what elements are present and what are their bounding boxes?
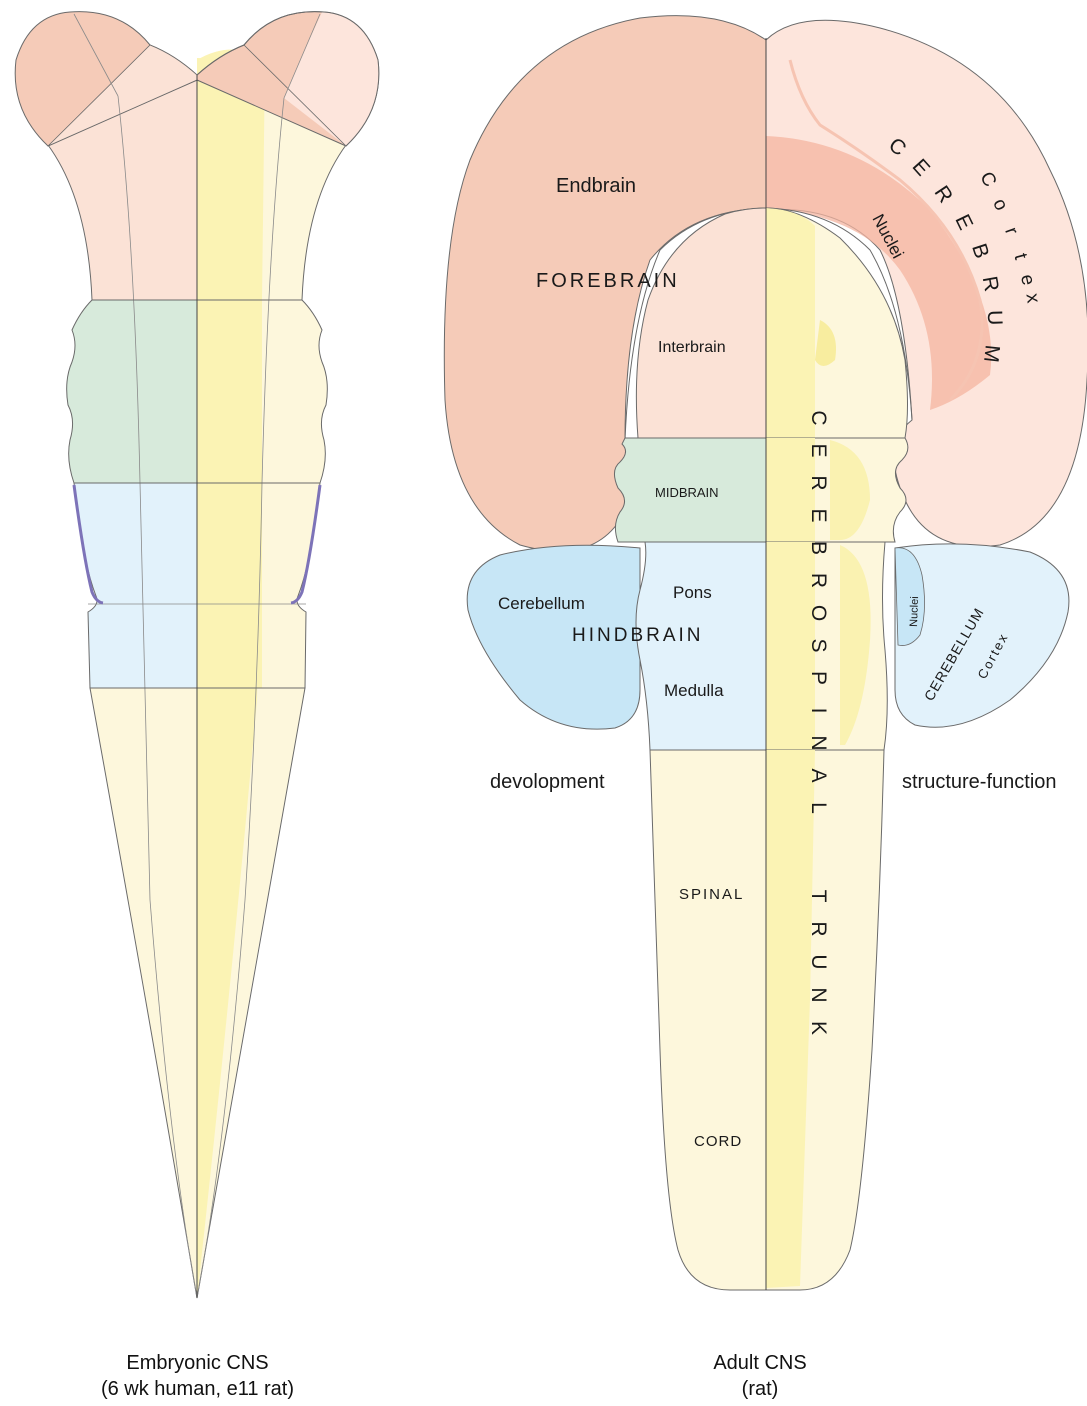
- trunk-label-letter: N: [807, 987, 830, 1002]
- trunk-label-letter: K: [807, 1021, 830, 1035]
- adult-caption-line2: (rat): [665, 1376, 855, 1402]
- trunk-label-letter: R: [807, 921, 830, 936]
- hindbrain-label: HINDBRAIN: [572, 625, 704, 646]
- hindbrain-left: [636, 542, 766, 750]
- cerebrum-label-letter: U: [983, 310, 1007, 326]
- structure-function-label: structure-function: [902, 771, 1057, 793]
- forebrain-label: FOREBRAIN: [536, 270, 680, 292]
- development-label: devolopment: [490, 771, 605, 793]
- cord-label: CORD: [694, 1133, 742, 1150]
- cerebrospinal-label-letter: N: [807, 735, 830, 750]
- cerebrum-label-letter: M: [979, 344, 1004, 364]
- cerebrospinal-label-letter: B: [807, 541, 830, 555]
- embryo-caption-line1: Embryonic CNS: [60, 1350, 335, 1376]
- trunk-label-letter: U: [807, 954, 830, 969]
- embryonic-cns: [15, 12, 379, 1298]
- cerebellum-label: Cerebellum: [498, 594, 585, 613]
- cerebrospinal-label-letter: C: [807, 410, 830, 425]
- endbrain-label: Endbrain: [556, 175, 636, 197]
- embryo-midbrain-right-tint: [197, 300, 262, 483]
- adult-caption: Adult CNS (rat): [665, 1350, 855, 1402]
- cerebrospinal-label-letter: I: [807, 708, 830, 714]
- embryo-midbrain-left: [67, 300, 197, 483]
- embryo-caption: Embryonic CNS (6 wk human, e11 rat): [60, 1350, 335, 1402]
- cerebrospinal-label-letter: P: [807, 671, 830, 685]
- cerebrospinal-label-letter: L: [807, 802, 830, 814]
- cerebellum-nuclei-label: Nuclei: [908, 596, 921, 627]
- adult-caption-line1: Adult CNS: [665, 1350, 855, 1376]
- cerebrospinal-label-letter: S: [807, 638, 830, 652]
- cerebrospinal-label-letter: O: [807, 605, 830, 621]
- pons-label: Pons: [673, 583, 712, 602]
- embryo-caption-line2: (6 wk human, e11 rat): [60, 1376, 335, 1402]
- cerebrospinal-label-letter: E: [807, 443, 830, 457]
- spinal-label: SPINAL: [679, 886, 744, 903]
- cerebrospinal-label-letter: R: [807, 475, 830, 490]
- embryo-hindbrain-right-tint: [197, 483, 262, 688]
- embryo-hindbrain-left: [74, 483, 197, 688]
- cerebrospinal-label-letter: E: [807, 508, 830, 522]
- trunk-label-letter: T: [807, 890, 830, 903]
- interbrain-label: Interbrain: [658, 339, 726, 356]
- midbrain-label: MIDBRAIN: [655, 485, 719, 500]
- cerebrospinal-label-letter: R: [807, 573, 830, 588]
- embryo-spinal-left: [90, 688, 197, 1298]
- cerebrospinal-label-letter: A: [807, 768, 830, 782]
- medulla-label: Medulla: [664, 681, 724, 700]
